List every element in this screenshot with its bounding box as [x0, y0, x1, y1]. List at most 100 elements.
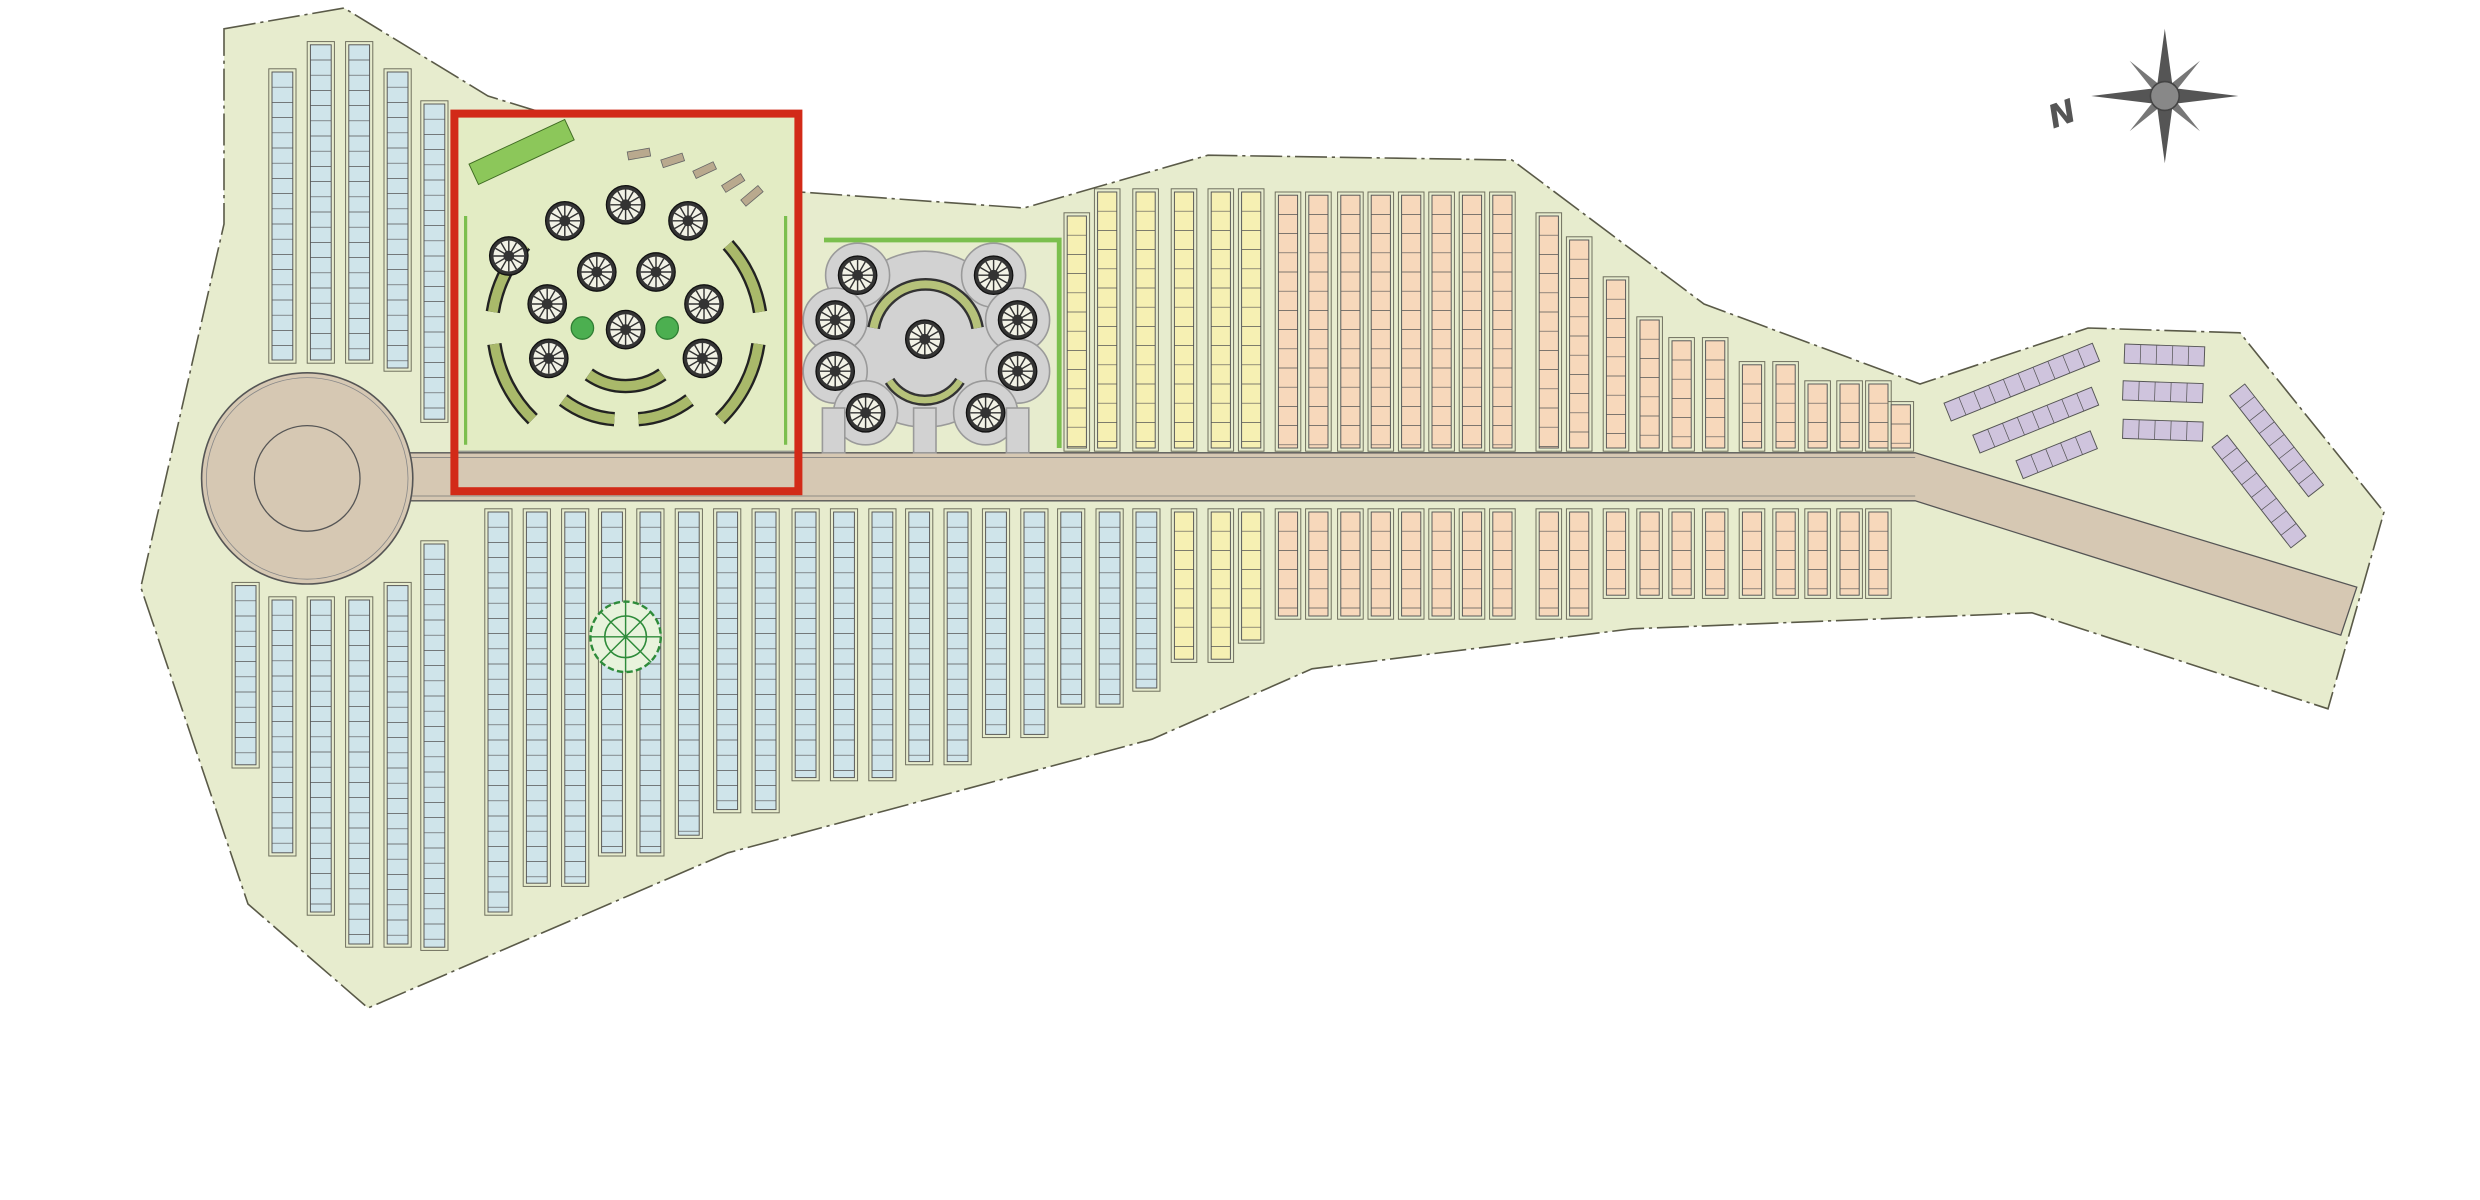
circular-plot — [973, 255, 1014, 296]
plot-column — [1865, 380, 1892, 452]
circular-plot — [845, 392, 886, 433]
plot-column — [1132, 188, 1159, 452]
highlight-frame — [450, 109, 803, 496]
plot-column — [1132, 508, 1161, 692]
plot-row — [2122, 418, 2204, 442]
plot-column — [1836, 508, 1863, 599]
arc-bed — [722, 239, 768, 314]
circular-plot — [815, 300, 856, 340]
plot-column — [1458, 508, 1486, 620]
plot-column — [1772, 508, 1799, 599]
plot-column — [1305, 508, 1332, 620]
plot-column — [268, 596, 297, 857]
circular-plot — [837, 255, 878, 296]
plot-column — [1057, 508, 1086, 708]
plot-column — [1565, 236, 1593, 452]
plot-column — [484, 508, 513, 916]
circular-plot — [668, 200, 708, 241]
path-stone — [660, 152, 686, 169]
plot-column — [1170, 188, 1198, 452]
blue-grave-plots — [231, 41, 1161, 951]
plot-column — [981, 508, 1011, 739]
circular-plot — [965, 392, 1006, 433]
circular-plot — [544, 200, 585, 241]
arc-bed — [487, 342, 538, 425]
plot-column — [383, 68, 412, 372]
plot-column — [597, 508, 627, 857]
plot-column — [791, 508, 820, 782]
plot-column — [306, 41, 335, 364]
plot-column — [1207, 188, 1235, 452]
north-label: N — [2043, 91, 2081, 136]
plot-row — [1943, 342, 2101, 422]
plot-column — [1489, 508, 1516, 620]
plot-column — [1489, 191, 1516, 452]
round-garden — [802, 237, 1062, 454]
plot-column — [345, 41, 374, 364]
yellow-grave-plots — [1063, 188, 1265, 663]
circular-plot — [684, 284, 724, 324]
circular-plot — [605, 309, 646, 350]
arc-bed — [584, 368, 667, 394]
plot-column — [420, 540, 449, 951]
plot-column — [1668, 508, 1695, 599]
plot-column — [1701, 337, 1729, 452]
plot-column — [231, 581, 260, 769]
plot-column — [1337, 508, 1364, 620]
plot-column — [1772, 361, 1799, 452]
plot-column — [306, 596, 335, 916]
plot-row — [2015, 430, 2098, 480]
plot-column — [1804, 380, 1831, 452]
plot-column — [1095, 508, 1124, 708]
circular-plot — [904, 319, 945, 360]
plot-column — [636, 508, 665, 857]
arc-bed — [558, 394, 616, 427]
purple-grave-plots — [1943, 342, 2325, 549]
tree-symbol — [589, 600, 662, 674]
plot-column — [561, 508, 590, 887]
plot-column — [868, 508, 897, 782]
plot-column — [1804, 508, 1831, 599]
plot-column — [1237, 188, 1265, 452]
circular-plot — [528, 338, 569, 379]
plot-column — [1207, 508, 1235, 663]
plot-column — [905, 508, 934, 766]
circular-plot — [527, 284, 568, 324]
plot-column — [1397, 191, 1425, 452]
path-stone — [692, 161, 718, 179]
plot-column — [1020, 508, 1049, 739]
plot-column — [1701, 508, 1729, 599]
plot-row — [2228, 383, 2325, 498]
plot-column — [1836, 380, 1863, 452]
circular-plot — [997, 300, 1038, 340]
circular-plot — [997, 351, 1038, 392]
plot-column — [1887, 401, 1915, 452]
circular-plot — [605, 184, 646, 225]
plot-column — [1602, 508, 1630, 599]
circular-plot — [682, 338, 723, 379]
plot-column — [1397, 508, 1425, 620]
plot-row — [1972, 386, 2100, 454]
north-arrow: N — [2043, 28, 2239, 164]
arc-bed — [714, 342, 766, 425]
path-stone — [740, 185, 764, 207]
plot-column — [1063, 212, 1091, 452]
plot-column — [1428, 191, 1455, 452]
plot-column — [1274, 508, 1302, 620]
orange-grave-plots — [1274, 191, 1915, 620]
plot-column — [1274, 191, 1302, 452]
plot-column — [1738, 361, 1766, 452]
circular-plot — [815, 351, 856, 392]
plot-column — [1170, 508, 1198, 663]
plot-column — [1305, 191, 1332, 452]
plot-column — [1535, 212, 1563, 452]
plot-column — [268, 68, 297, 364]
plot-column — [1565, 508, 1593, 620]
plot-row — [2211, 434, 2307, 549]
plot-column — [420, 100, 449, 423]
highlighted-garden — [450, 109, 803, 496]
plot-column — [1535, 508, 1563, 620]
plot-row — [2122, 380, 2204, 404]
plot-column — [1093, 188, 1121, 452]
